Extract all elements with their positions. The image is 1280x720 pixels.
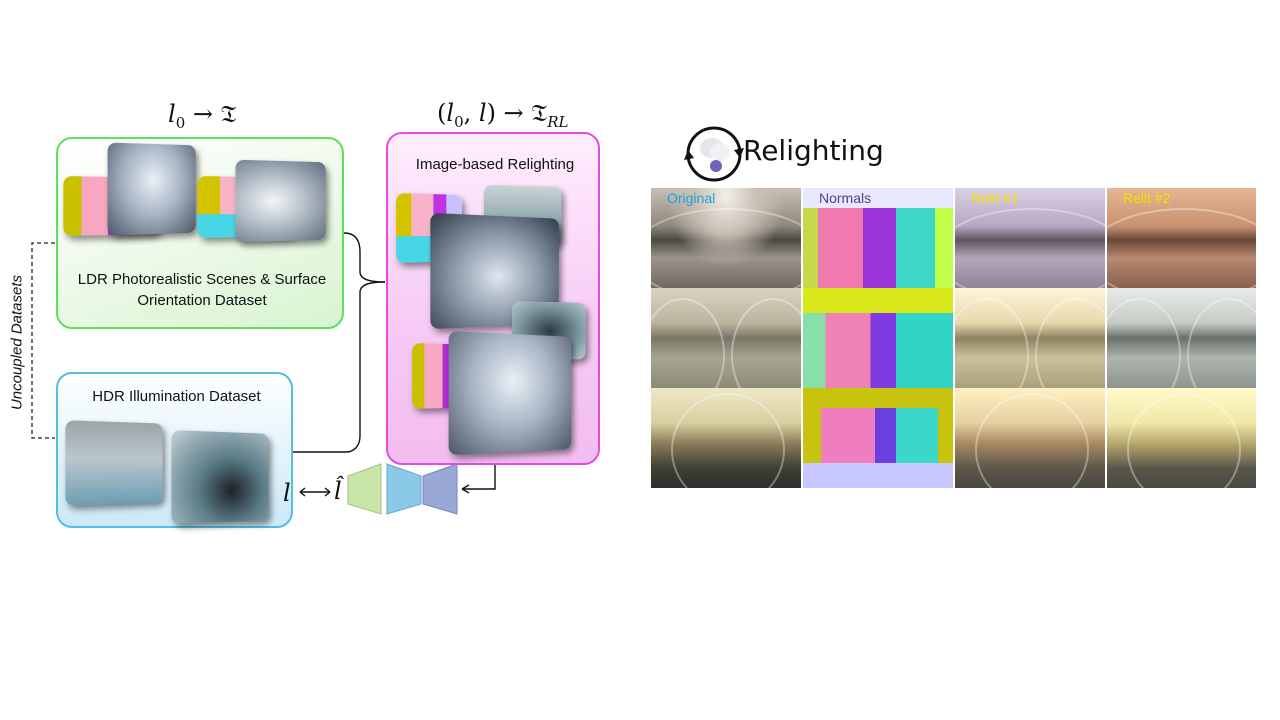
ldr-box-label: LDR Photorealistic Scenes & Surface Orie… — [77, 271, 327, 309]
relighting-cycle-icon — [684, 126, 744, 182]
hdr-box-label: HDR Illumination Dataset — [92, 388, 261, 405]
column-label-relit-2: Relit #2 — [1123, 190, 1171, 206]
result-cell-relit-2 — [1107, 288, 1256, 388]
encoder-block-blue — [386, 463, 422, 515]
relighting-box-label: Image-based Relighting — [415, 156, 575, 173]
column-label-normals: Normals — [819, 190, 872, 206]
column-label-original: Original — [667, 190, 716, 206]
autoencoder-network — [347, 463, 458, 515]
result-cell-relit-2 — [1107, 388, 1256, 488]
result-cell-normals — [803, 388, 953, 488]
decoder-block-slate — [422, 463, 458, 515]
formula-ldr: l0 → 𝔗 — [168, 100, 237, 132]
ldr-dataset-box: LDR Photorealistic Scenes & Surface Orie… — [56, 137, 344, 329]
hdr-dataset-box: HDR Illumination Dataset — [56, 372, 293, 528]
relighting-title: Relighting — [743, 134, 884, 167]
double-arrow — [299, 487, 331, 497]
connector-lines — [293, 232, 496, 494]
result-cell-relit-1 — [955, 388, 1105, 488]
result-cell-original — [651, 388, 801, 488]
l-symbol: l — [283, 479, 291, 507]
formula-relighting: (l0, l) → 𝔗RL — [437, 99, 569, 131]
result-cell-relit-2: Relit #2 — [1107, 188, 1256, 288]
result-cell-normals: Normals — [803, 188, 953, 288]
column-label-relit-1: Relit #1 — [971, 190, 1019, 206]
uncoupled-bracket — [31, 242, 55, 439]
result-cell-normals — [803, 288, 953, 388]
result-cell-original — [651, 288, 801, 388]
result-cell-relit-1 — [955, 288, 1105, 388]
decoder-block-green — [347, 463, 382, 515]
result-cell-original: Original — [651, 188, 801, 288]
results-grid: Original Normals Relit #1 Relit #2 — [651, 188, 1256, 488]
l-hat-symbol: l̂ — [334, 477, 342, 505]
image-based-relighting-box: Image-based Relighting — [386, 132, 600, 465]
result-cell-relit-1: Relit #1 — [955, 188, 1105, 288]
